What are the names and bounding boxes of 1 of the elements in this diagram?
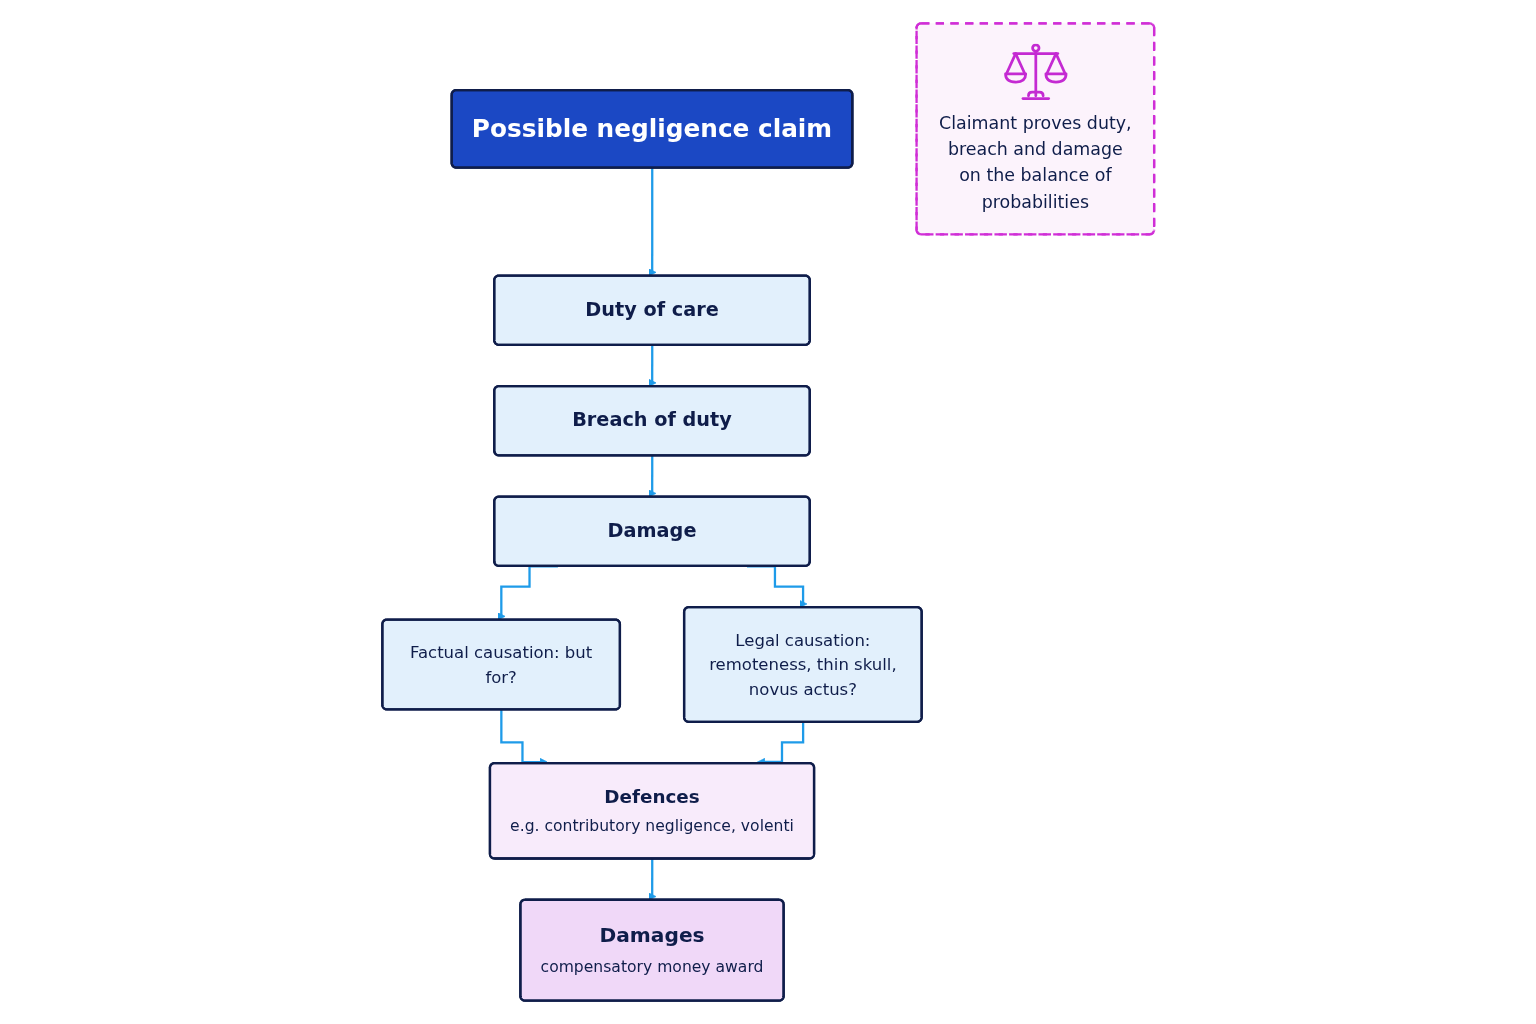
arrow <box>648 344 657 387</box>
